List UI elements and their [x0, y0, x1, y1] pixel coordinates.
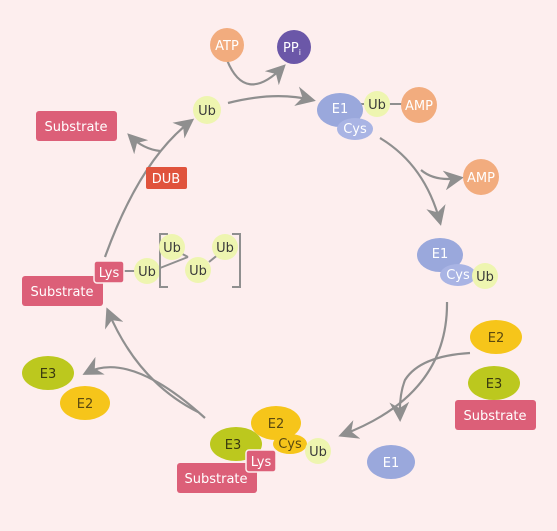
ppi-subscript: i — [299, 48, 301, 57]
e1-ub-thioester: E1 Cys Ub — [417, 238, 498, 289]
lys-residue — [245, 449, 277, 473]
amp-bound — [401, 87, 437, 123]
dub-label: DUB — [152, 172, 180, 187]
ppi-label: PP — [283, 41, 299, 56]
substrate-box — [22, 276, 103, 306]
cys-label: Cys — [278, 437, 302, 452]
atp-node: ATP — [210, 28, 244, 62]
ub-label: Ub — [163, 241, 181, 256]
e3-label: E3 — [225, 438, 242, 453]
ub-chain-4 — [212, 234, 238, 260]
substrate-label: Substrate — [463, 409, 526, 424]
amp-released: AMP — [463, 159, 499, 195]
substrate-released: Substrate — [36, 111, 117, 141]
cycle-arrows — [82, 59, 471, 439]
cys-residue — [337, 118, 373, 140]
atp-label: ATP — [215, 39, 239, 54]
e1-protein — [417, 238, 463, 272]
ub-label: Ub — [368, 98, 386, 113]
ub-on-e1 — [472, 263, 498, 289]
ub-chain-1 — [134, 258, 160, 284]
dub-enzyme: DUB — [146, 167, 187, 189]
bracket-right — [232, 233, 241, 288]
e2-label: E2 — [268, 417, 285, 432]
e1-label: E1 — [332, 102, 349, 117]
substrate-label: Substrate — [184, 472, 247, 487]
arrow-dub-release-substrate — [127, 133, 161, 155]
e1-released: E1 — [367, 445, 415, 479]
ub-label: Ub — [138, 265, 156, 280]
cys-residue — [440, 264, 476, 286]
ub-chain-2 — [159, 234, 185, 260]
e2-enzyme — [251, 406, 301, 440]
lys-residue — [93, 260, 125, 284]
e2-label: E2 — [488, 331, 505, 346]
amp-label: AMP — [467, 171, 495, 186]
ub-on-e2 — [305, 438, 331, 464]
substrate-free: Substrate — [455, 400, 536, 430]
e2-label: E2 — [77, 397, 94, 412]
arrow-e2-e3-join — [389, 351, 471, 422]
ub-on-e1 — [364, 91, 390, 117]
ppi-node: PPi — [277, 30, 311, 64]
ub-label: Ub — [189, 264, 207, 279]
substrate-label: Substrate — [44, 120, 107, 135]
ub-chain-3 — [185, 257, 211, 283]
ub-label: Ub — [198, 104, 216, 119]
e3-label: E3 — [486, 377, 503, 392]
arrow-polyub-to-free-ub — [103, 118, 195, 258]
substrate-label: Substrate — [30, 285, 93, 300]
e3-released: E3 — [22, 356, 74, 390]
e1-label: E1 — [383, 456, 400, 471]
arrow-release-e3-e2 — [82, 356, 206, 419]
e2-free: E2 — [470, 320, 522, 354]
ub-label: Ub — [476, 270, 494, 285]
e2-released: E2 — [60, 386, 110, 420]
bracket-left — [159, 233, 168, 288]
lys-label: Lys — [99, 266, 120, 281]
cys-label: Cys — [446, 268, 470, 283]
e3-free: E3 — [468, 366, 520, 400]
cys-label: Cys — [343, 122, 367, 137]
arrow-e1-to-thioester — [379, 137, 446, 226]
arrow-e1-to-e2 — [338, 301, 449, 439]
polyubiquitinated-substrate: Substrate Lys Ub Ub Ub Ub — [22, 233, 241, 306]
arrow-ligase-to-polyub — [105, 307, 199, 413]
e1-label: E1 — [432, 247, 449, 262]
arrow-atp-to-ppi — [225, 59, 286, 86]
svg-text:PPi: PPi — [283, 41, 301, 57]
ub-label: Ub — [309, 445, 327, 460]
e3-label: E3 — [40, 367, 57, 382]
cys-residue — [273, 434, 307, 454]
free-ubiquitin: Ub — [193, 96, 221, 124]
e1-ub-amp-complex: E1 Cys Ub AMP — [317, 87, 437, 140]
arrow-ub-to-e1 — [227, 86, 316, 106]
substrate-box — [177, 463, 257, 493]
ub-label: Ub — [216, 241, 234, 256]
lys-label: Lys — [251, 455, 272, 470]
arrow-release-amp — [420, 169, 464, 191]
amp-label: AMP — [405, 99, 433, 114]
e3-e2-substrate-complex: E3 E2 Cys Ub Substrate Lys — [177, 406, 331, 493]
